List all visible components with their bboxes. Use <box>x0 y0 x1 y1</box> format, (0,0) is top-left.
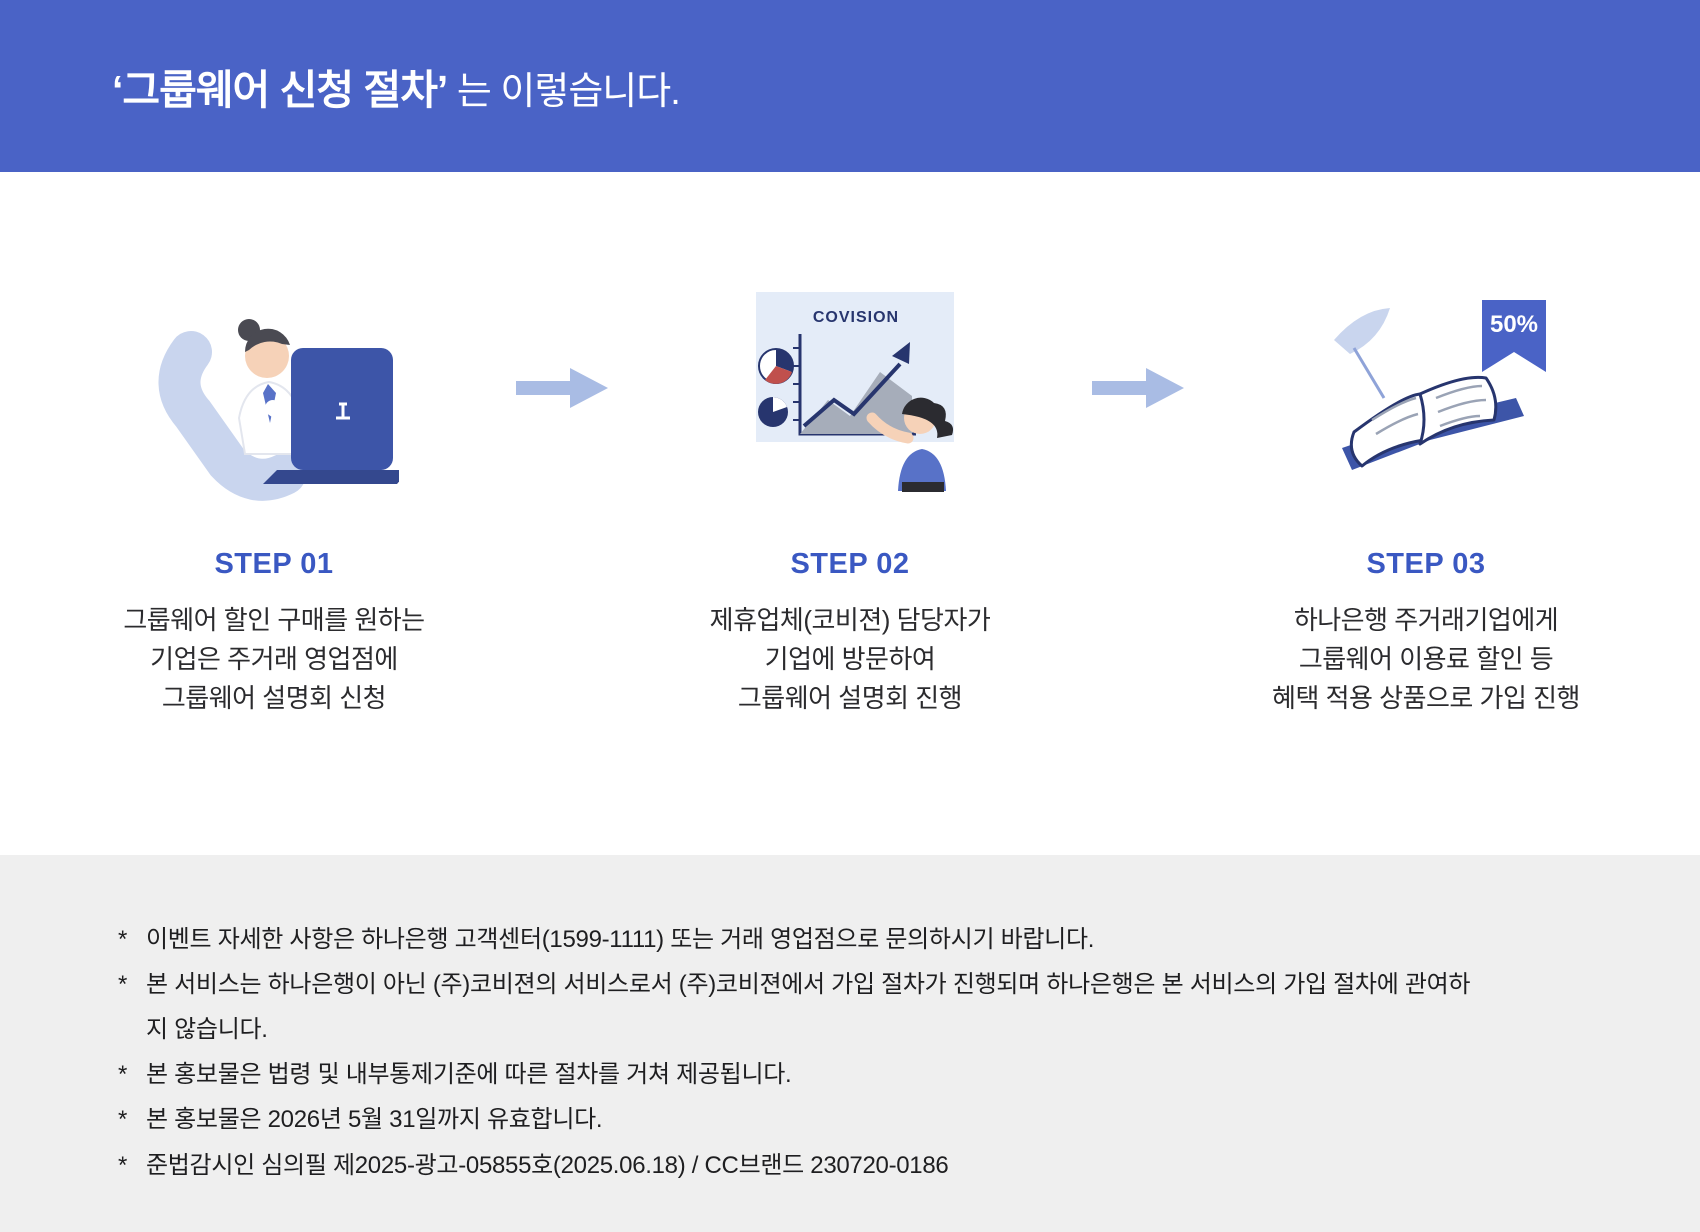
contract-discount-icon: 50% <box>1334 300 1546 470</box>
step-3-label: STEP 03 <box>1366 548 1486 580</box>
presentation-chart-icon: COVISION <box>756 292 954 492</box>
area-series <box>800 372 912 434</box>
note-item: * 이벤트 자세한 사항은 하나은행 고객센터(1599-1111) 또는 거래 … <box>116 917 1486 962</box>
right-arrow-icon <box>1092 368 1184 408</box>
note-text: 본 홍보물은 2026년 5월 31일까지 유효합니다. <box>146 1106 603 1134</box>
arrow-1 <box>508 368 616 408</box>
arrow-2 <box>1084 368 1192 408</box>
page-title: ‘그룹웨어 신청 절차’ 는 이렇습니다. <box>112 56 681 116</box>
phone-shape <box>158 331 306 501</box>
footer-notes: * 이벤트 자세한 사항은 하나은행 고객센터(1599-1111) 또는 거래 … <box>0 855 1700 1232</box>
step-desc-line: 그룹웨어 할인 구매를 원하는 <box>123 605 425 635</box>
step-2-label: STEP 02 <box>790 548 910 580</box>
step-2-illustration: COVISION <box>616 282 1084 510</box>
laptop-logo <box>336 402 350 420</box>
note-text: 이벤트 자세한 사항은 하나은행 고객센터(1599-1111) 또는 거래 영… <box>146 926 1095 953</box>
presenter-belt <box>902 482 944 492</box>
page-title-rest: 는 이렇습니다. <box>447 71 681 113</box>
consult-laptop-icon <box>158 319 399 501</box>
quill-stem <box>1352 347 1386 399</box>
discount-badge <box>1482 300 1546 372</box>
person-face <box>245 334 289 378</box>
note-bullet: * <box>118 1151 128 1179</box>
quill-pen <box>1334 308 1390 354</box>
note-bullet: * <box>118 971 128 999</box>
right-arrow-icon <box>516 368 608 408</box>
header-band: ‘그룹웨어 신청 절차’ 는 이렇습니다. <box>0 0 1700 172</box>
step-1-illustration <box>40 282 508 510</box>
step-desc-line: 그룹웨어 설명회 진행 <box>737 683 963 713</box>
presenter-hair <box>902 397 954 438</box>
step-1-label: STEP 01 <box>214 548 334 580</box>
steps-section: STEP 01 그룹웨어 할인 구매를 원하는 기업은 주거래 영업점에 그룹웨… <box>0 172 1700 855</box>
step-desc-line: 기업에 방문하여 <box>764 644 936 674</box>
note-bullet: * <box>118 926 128 953</box>
person-hair <box>244 328 290 352</box>
step-desc-line: 기업은 주거래 영업점에 <box>150 644 398 674</box>
laptop-base <box>263 470 399 484</box>
page-text-lines <box>1371 384 1487 436</box>
step-1: STEP 01 그룹웨어 할인 구매를 원하는 기업은 주거래 영업점에 그룹웨… <box>40 282 508 718</box>
step-2-description: 제휴업체(코비젼) 담당자가 기업에 방문하여 그룹웨어 설명회 진행 <box>616 601 1084 718</box>
page-title-highlight: ‘그룹웨어 신청 절차’ <box>112 67 448 113</box>
steps-row: STEP 01 그룹웨어 할인 구매를 원하는 기업은 주거래 영업점에 그룹웨… <box>0 172 1700 718</box>
note-item: * 본 홍보물은 2026년 5월 31일까지 유효합니다. <box>116 1097 1486 1142</box>
discount-label: 50% <box>1490 311 1538 338</box>
note-text: 본 홍보물은 법령 및 내부통제기준에 따른 절차를 거쳐 제공됩니다. <box>146 1061 792 1089</box>
presenter-top <box>898 449 946 491</box>
trend-arrowhead <box>892 342 910 364</box>
trend-line <box>802 362 902 428</box>
note-bullet: * <box>118 1106 128 1134</box>
note-text: 준법감시인 심의필 제2025-광고-05855호(2025.06.18) / … <box>146 1151 949 1179</box>
covision-logo: COVISION <box>813 309 899 326</box>
step-1-description: 그룹웨어 할인 구매를 원하는 기업은 주거래 영업점에 그룹웨어 설명회 신청 <box>40 601 508 718</box>
step-3: 50% STEP 03 하나은행 주거래기 <box>1192 282 1660 718</box>
step-desc-line: 제휴업체(코비젼) 담당자가 <box>709 605 991 635</box>
note-item: * 본 서비스는 하나은행이 아닌 (주)코비젼의 서비스로서 (주)코비젼에서 … <box>116 962 1486 1052</box>
step-desc-line: 하나은행 주거래기업에게 <box>1293 605 1559 635</box>
presenter-arm <box>866 412 914 444</box>
step-3-illustration: 50% <box>1192 282 1660 510</box>
note-item: * 본 홍보물은 법령 및 내부통제기준에 따른 절차를 거쳐 제공됩니다. <box>116 1052 1486 1097</box>
step-2: COVISION STEP <box>616 282 1084 718</box>
step-desc-line: 혜택 적용 상품으로 가입 진행 <box>1272 683 1580 713</box>
step-desc-line: 그룹웨어 설명회 신청 <box>161 683 387 713</box>
note-text: 본 서비스는 하나은행이 아닌 (주)코비젼의 서비스로서 (주)코비젼에서 가… <box>146 971 1471 1044</box>
note-bullet: * <box>118 1061 128 1089</box>
step-3-description: 하나은행 주거래기업에게 그룹웨어 이용료 할인 등 혜택 적용 상품으로 가입… <box>1192 601 1660 718</box>
book-right-page <box>1418 375 1498 446</box>
note-item: * 준법감시인 심의필 제2025-광고-05855호(2025.06.18) /… <box>116 1143 1486 1188</box>
step-desc-line: 그룹웨어 이용료 할인 등 <box>1298 644 1554 674</box>
